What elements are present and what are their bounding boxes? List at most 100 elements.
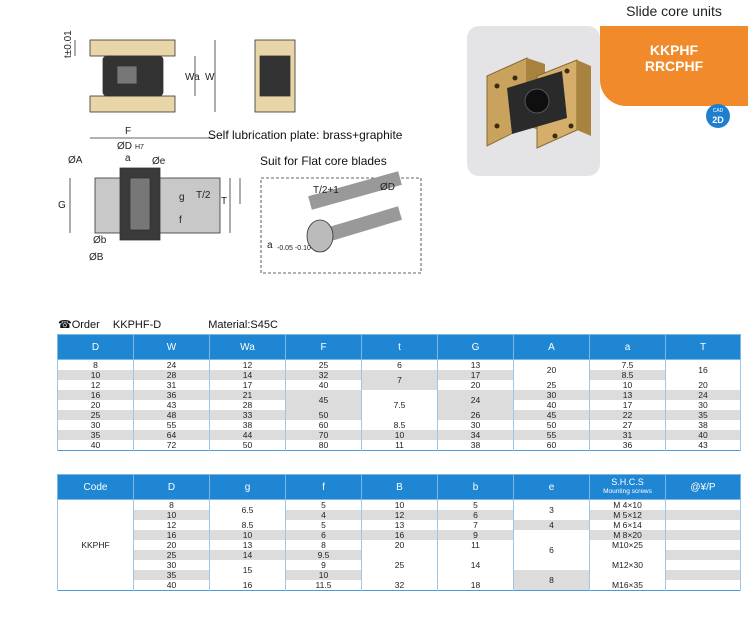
table-cell: 35: [57, 430, 134, 440]
table-cell: M 8×20: [589, 530, 666, 540]
table-cell: [665, 510, 741, 520]
phone-icon: ☎: [58, 319, 72, 331]
table-cell: 35: [133, 570, 210, 580]
table-cell: 28: [209, 400, 286, 410]
col-d: D: [57, 334, 134, 360]
table-cell: 6: [513, 530, 590, 570]
table-cell: 40: [133, 580, 210, 591]
cad-2d-badge[interactable]: CAD 2D: [706, 104, 730, 128]
table-cell: 38: [209, 420, 286, 430]
col-t: t: [361, 334, 438, 360]
table-cell: 20: [361, 540, 438, 550]
table-cell: 13: [209, 540, 286, 550]
table-cell: 25: [57, 410, 134, 420]
col-price: @¥/P: [665, 474, 741, 500]
table-cell: 60: [285, 420, 362, 430]
table-cell: 80: [285, 440, 362, 451]
table-cell: M12×30: [589, 550, 666, 580]
col-f: f: [285, 474, 362, 500]
col-d: D: [133, 474, 210, 500]
table-cell: 70: [285, 430, 362, 440]
table-cell: 6.5: [209, 499, 286, 520]
col-b-big: B: [361, 474, 438, 500]
dim-t-label: T: [221, 196, 227, 207]
blade-t-half-label: T/2+1: [313, 185, 339, 196]
dim-b-label: Øb: [93, 235, 107, 246]
table-cell: [665, 570, 741, 580]
table-cell: 8: [133, 499, 210, 510]
table-cell: 33: [209, 410, 286, 420]
table-cell: 9.5: [285, 550, 362, 560]
table-cell: 8: [285, 540, 362, 550]
table-cell: 8.5: [361, 420, 438, 430]
table-cell: 20: [513, 359, 590, 380]
table-cell: [665, 530, 741, 540]
product-code-2: RRCPHF: [644, 58, 704, 74]
order-code: KKPHF-D: [112, 319, 162, 331]
dim-g-label: g: [179, 192, 185, 203]
blade-a-label: a: [267, 240, 273, 251]
plate-note: Self lubrication plate: brass+graphite: [208, 128, 403, 142]
table-cell: 5: [285, 520, 362, 530]
table-cell: 7: [437, 520, 514, 530]
blade-d-label: ØD: [380, 182, 395, 193]
table-cell: 30: [57, 420, 134, 430]
table-cell: M16×35: [589, 580, 666, 591]
table-cell: 7: [361, 370, 438, 390]
table-cell: 5: [285, 499, 362, 510]
col-code: Code: [57, 474, 134, 500]
table-cell: 16: [133, 530, 210, 540]
table-cell: 6: [437, 510, 514, 520]
table-cell: 24: [437, 390, 514, 410]
table-cell: 12: [57, 380, 134, 390]
table-cell: 45: [513, 410, 590, 420]
table-cell: M 6×14: [589, 520, 666, 530]
col-w: W: [133, 334, 210, 360]
table-cell: 8: [513, 570, 590, 591]
table-cell: 3: [513, 499, 590, 520]
table-cell: 13: [437, 359, 514, 370]
table-cell: 14: [437, 550, 514, 580]
col-t-big: T: [665, 334, 741, 360]
table-cell: 35: [665, 410, 741, 420]
table-cell: 44: [209, 430, 286, 440]
col-wa: Wa: [209, 334, 286, 360]
fit-h7-label: H7: [135, 144, 144, 151]
order-label: Order: [71, 319, 100, 331]
table-cell: 20: [133, 540, 210, 550]
col-e: e: [513, 474, 590, 500]
dim-ub-label: ØB: [89, 252, 104, 263]
col-g: g: [209, 474, 286, 500]
table-cell: 6: [285, 530, 362, 540]
col-a: a: [589, 334, 666, 360]
table-cell: 13: [589, 390, 666, 400]
table-cell: 36: [133, 390, 210, 400]
screw-table: Code D g f B b e S.H.C.S Mounting screws…: [57, 474, 741, 591]
table-header: D W Wa F t G A a T: [57, 334, 741, 360]
code-cell: KKPHF: [57, 499, 134, 591]
table-cell: 5: [437, 499, 514, 510]
table-cell: 50: [513, 420, 590, 430]
table-cell: 24: [133, 359, 210, 370]
table-cell: [665, 550, 741, 560]
table-cell: 32: [285, 370, 362, 380]
table-cell: [665, 580, 741, 591]
table-cell: 10: [361, 499, 438, 510]
table-cell: 31: [589, 430, 666, 440]
table-cell: 55: [513, 430, 590, 440]
